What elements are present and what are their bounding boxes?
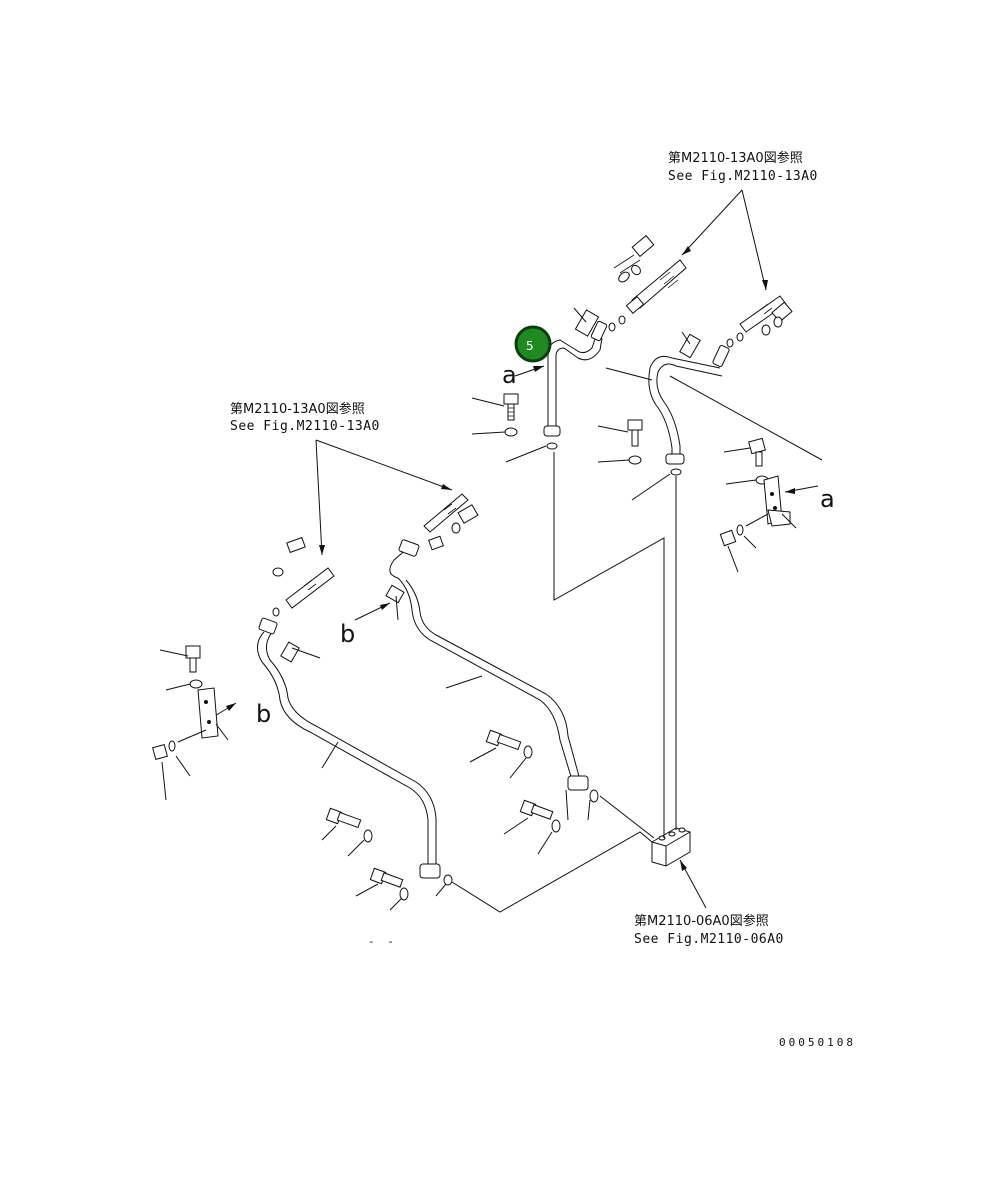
callout-b-lower: b	[256, 700, 271, 728]
callout-a-upper: a	[502, 361, 517, 389]
reference-left-jp: 第M2110-13A0図参照	[230, 401, 365, 417]
upper-bolts	[503, 393, 769, 485]
lower-bolts	[325, 729, 561, 901]
leader-lines	[159, 307, 823, 911]
reference-bottom-jp: 第M2110-06A0図参照	[634, 913, 769, 929]
reference-top-right-en: See Fig.M2110-13A0	[668, 169, 818, 184]
item-number-badge[interactable]: 5	[514, 325, 552, 363]
lower-fittings	[272, 493, 479, 663]
lower-pipe-left	[257, 617, 453, 886]
connection-lines	[451, 452, 677, 913]
reference-bottom: 第M2110-06A0図参照 See Fig.M2110-06A0	[634, 859, 784, 947]
callout-a-right: a	[820, 485, 835, 513]
reference-left: 第M2110-13A0図参照 See Fig.M2110-13A0	[230, 401, 453, 556]
reference-bottom-en: See Fig.M2110-06A0	[634, 932, 784, 947]
valve-block	[651, 827, 691, 867]
callout-b-upper: b	[340, 620, 355, 648]
upper-pipe-left	[543, 320, 608, 450]
left-bracket	[152, 645, 219, 760]
reference-top-right-jp: 第M2110-13A0図参照	[668, 150, 803, 166]
drawing-number: 00050108	[779, 1036, 856, 1049]
reference-left-en: See Fig.M2110-13A0	[230, 419, 380, 434]
reference-top-right: 第M2110-13A0図参照 See Fig.M2110-13A0	[668, 150, 818, 291]
lower-pipe-right	[385, 539, 599, 803]
item-number-badge-circle[interactable]	[514, 325, 552, 363]
upper-fittings	[574, 234, 793, 359]
upper-pipe-right	[648, 344, 730, 476]
bottom-mark: - -	[368, 935, 397, 948]
item-number-badge-label: 5	[526, 339, 534, 353]
right-bracket	[719, 475, 791, 547]
